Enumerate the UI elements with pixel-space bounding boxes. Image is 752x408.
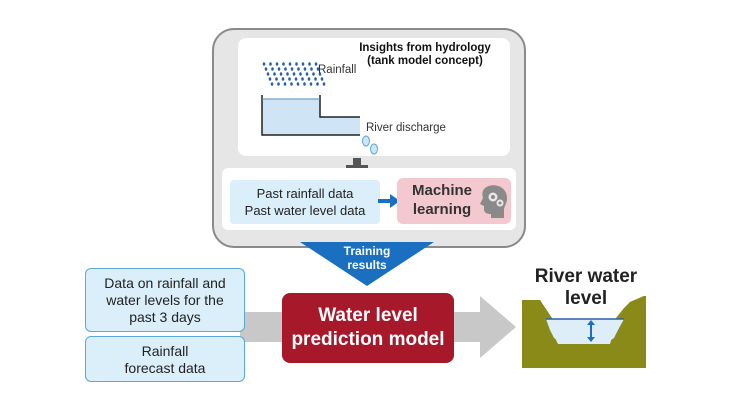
forecast-data-box: Rainfall forecast data — [85, 336, 245, 382]
rain-drops — [262, 62, 326, 86]
rain-drop — [268, 77, 272, 81]
rain-drop — [294, 77, 298, 81]
tank-model-illustration — [261, 62, 378, 155]
river-water-level-title: River water level — [534, 266, 638, 309]
rain-drop — [277, 82, 280, 86]
rain-drop — [288, 77, 291, 81]
rain-drop — [296, 82, 300, 86]
rain-drop — [316, 67, 320, 71]
rain-drop — [314, 62, 318, 66]
rain-drop — [279, 72, 283, 76]
rain-drop — [275, 77, 278, 81]
river-cross-section — [522, 296, 646, 368]
rain-drop — [316, 82, 319, 86]
rain-drop — [286, 72, 289, 76]
rain-drop — [314, 77, 317, 81]
rain-drop — [320, 77, 324, 81]
to-ml-arrow — [378, 194, 400, 208]
rain-drop — [307, 77, 311, 81]
training-results-arrow — [300, 242, 434, 286]
rain-drop — [309, 82, 313, 86]
rain-drop — [308, 62, 311, 66]
rain-drop — [275, 62, 279, 66]
training-results-label: Training results — [343, 244, 391, 272]
rain-drop — [271, 67, 274, 71]
water-level-arrow-icon — [587, 320, 595, 342]
machine-learning-label: Machine learning — [411, 182, 472, 218]
water-drop-icon — [362, 135, 370, 147]
rain-drop — [277, 67, 281, 71]
rain-drop — [303, 82, 306, 86]
rain-drop — [299, 72, 302, 76]
rain-drop — [303, 67, 307, 71]
brain-gears-icon — [480, 185, 507, 218]
rain-drop — [290, 67, 294, 71]
rain-drop — [318, 72, 322, 76]
rain-drop — [305, 72, 309, 76]
rain-drop — [284, 67, 287, 71]
rain-drop — [266, 72, 270, 76]
rain-drop — [269, 62, 272, 66]
past-3-days-data-box: Data on rainfall and water levels for th… — [85, 268, 245, 332]
rainfall-label: Rainfall — [318, 64, 357, 76]
rain-drop — [312, 72, 315, 76]
rain-drop — [301, 62, 305, 66]
rain-drop — [297, 67, 300, 71]
water-drop-icon — [370, 143, 378, 155]
rain-drop — [322, 82, 326, 86]
hydrology-title: Insights from hydrology (tank model conc… — [359, 42, 491, 67]
rain-drop — [264, 67, 268, 71]
river-discharge-label: River discharge — [366, 122, 446, 134]
rain-drop — [273, 72, 276, 76]
rain-drop — [310, 67, 313, 71]
rain-drop — [262, 62, 266, 66]
hydrology-card — [238, 38, 510, 156]
rain-drop — [295, 62, 298, 66]
rain-drop — [301, 77, 304, 81]
rain-drop — [282, 62, 285, 66]
rain-drop — [281, 77, 285, 81]
rain-drop — [290, 82, 293, 86]
past-data-box: Past rainfall data Past water level data — [230, 180, 380, 224]
rain-drop — [292, 72, 296, 76]
rain-drop — [283, 82, 287, 86]
rain-drop — [288, 62, 292, 66]
prediction-model-box: Water level prediction model — [282, 293, 454, 363]
rain-drop — [270, 82, 274, 86]
